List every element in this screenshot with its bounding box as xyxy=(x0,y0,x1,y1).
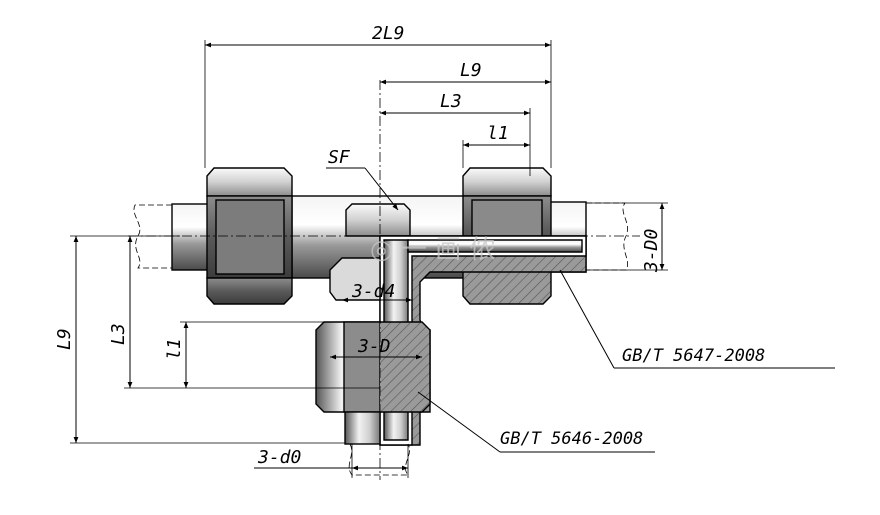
left-nut xyxy=(206,167,293,305)
big-d-callout: 3-D xyxy=(330,336,422,360)
dim-l3-top-label: L3 xyxy=(440,91,462,112)
d0-lower-callout: 3-d0 xyxy=(254,444,409,478)
standard-upper-label: GB/T 5647-2008 xyxy=(622,346,765,366)
d0-upper-callout: 3-D0 xyxy=(586,202,668,273)
dim-l9-top-label: L9 xyxy=(460,60,482,81)
lower-tube-phantom xyxy=(348,443,410,476)
sf-callout: SF xyxy=(326,147,399,211)
sf-label: SF xyxy=(328,147,351,168)
d0-upper-label: 3-D0 xyxy=(641,229,662,273)
dimension-l9-left: L9 xyxy=(54,235,345,444)
standard-upper-callout: GB/T 5647-2008 xyxy=(559,269,835,369)
vertical-run xyxy=(315,257,431,476)
left-tube xyxy=(171,203,213,271)
dimension-l9-top: L9 xyxy=(380,60,551,85)
sf-boss xyxy=(345,203,411,237)
left-tube-phantom xyxy=(133,204,172,269)
d4-callout: 3-d4 xyxy=(342,281,412,303)
dimension-l1-left: l1 xyxy=(164,321,330,388)
dim-l1-top-label: l1 xyxy=(487,123,509,144)
dimension-l1-top: l1 xyxy=(462,123,530,168)
d0-lower-label: 3-d0 xyxy=(257,447,301,468)
watermark: ◎ 一 画 侬 xyxy=(370,235,495,265)
dim-l3-left-label: L3 xyxy=(108,323,129,345)
dimension-2l9: 2L9 xyxy=(204,23,552,168)
dimension-l3-top: L3 xyxy=(380,91,531,176)
dim-l9-left-label: L9 xyxy=(54,328,75,350)
dim-l1-left-label: l1 xyxy=(164,338,185,360)
standard-lower-label: GB/T 5646-2008 xyxy=(500,429,643,449)
standard-lower-callout: GB/T 5646-2008 xyxy=(417,391,655,453)
d4-label: 3-d4 xyxy=(351,281,395,302)
dimension-l3-left: L3 xyxy=(108,236,380,389)
dim-2l9-label: 2L9 xyxy=(372,23,405,44)
big-d-label: 3-D xyxy=(357,336,391,357)
right-tube-phantom xyxy=(586,202,628,271)
lower-tube xyxy=(344,411,381,445)
